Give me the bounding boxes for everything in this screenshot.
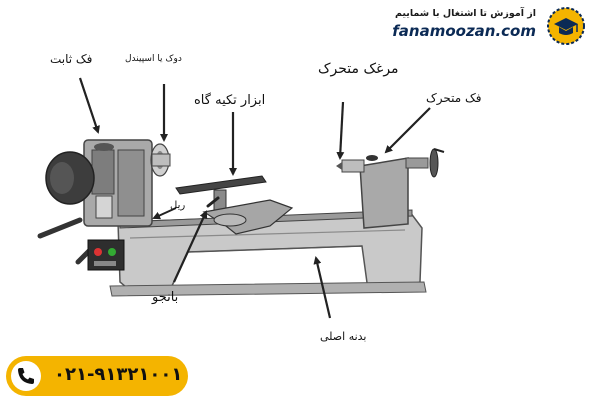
label-moving-jaw: فک متحرک (426, 91, 482, 105)
tailstock (336, 148, 445, 229)
brand-site-link[interactable]: fanamoozan.com (392, 22, 536, 40)
phone-contact[interactable]: ۰۲۱-۹۱۳۲۱۰۰۱ (6, 356, 188, 396)
label-fixed-jaw: فک ثابت (50, 52, 93, 66)
label-tool-rest: ابزار تکیه گاه (194, 93, 266, 108)
phone-number[interactable]: ۰۲۱-۹۱۳۲۱۰۰۱ (54, 364, 183, 385)
leader-arrows (78, 77, 431, 319)
label-moving-center: مرغک متحرک (318, 61, 399, 77)
label-main-body: بدنه اصلی (320, 330, 367, 343)
phone-icon (11, 361, 41, 391)
headstock (83, 139, 153, 227)
graduation-cap-icon (547, 7, 585, 45)
label-rail: ریل (170, 200, 186, 211)
switch-box (87, 239, 125, 271)
spindle (150, 143, 171, 177)
motor (37, 151, 99, 265)
tool-rest (175, 175, 294, 235)
brand-tagline: از آموزش تا اشتغال با شماییم (394, 8, 536, 19)
main-body (109, 211, 427, 297)
label-banjo: بانجو (152, 290, 179, 305)
label-spindle: دوک یا اسپیندل (125, 54, 182, 64)
brand-header[interactable]: از آموزش تا اشتغال با شماییم fanamoozan.… (376, 6, 586, 46)
